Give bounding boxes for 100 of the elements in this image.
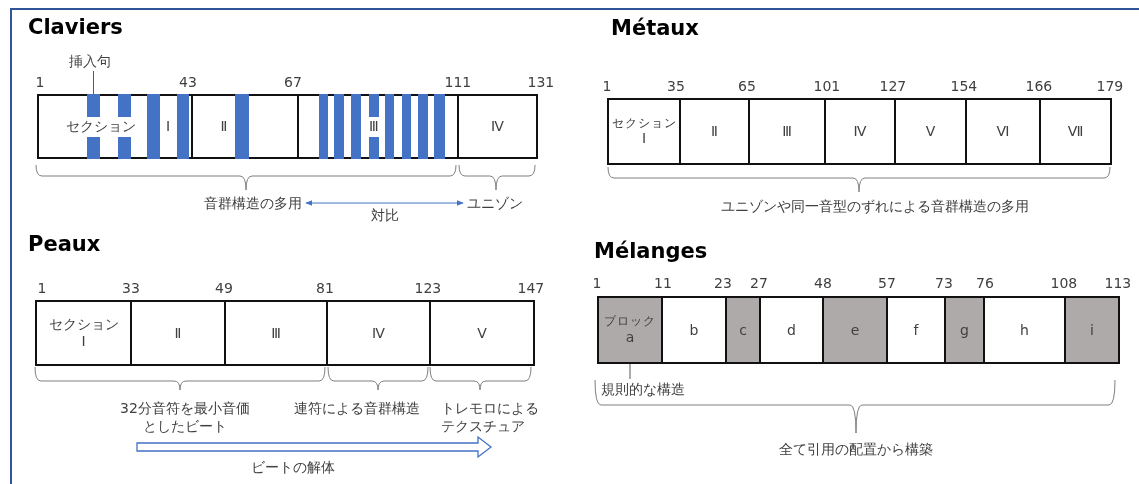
measure-number: 101 [813, 77, 841, 95]
section-label: Ⅱ [220, 118, 228, 135]
section-label: Ⅰ [641, 130, 647, 148]
section-label: Ⅰ [81, 333, 86, 350]
section-box [37, 94, 193, 159]
measure-number: 166 [1025, 77, 1053, 95]
annotation-label: 音群構造の多用 [204, 194, 302, 212]
marker-bar [385, 94, 394, 159]
measure-number: 57 [878, 274, 896, 292]
panel-title: Claviers [28, 18, 123, 36]
section-label: b [689, 321, 699, 339]
section-box [679, 98, 750, 165]
marker-bar [177, 94, 189, 159]
marker-bar [87, 137, 100, 159]
section-box [661, 296, 727, 364]
section-label: c [739, 321, 747, 339]
panel-title: Peaux [28, 235, 101, 253]
measure-number: 131 [527, 73, 555, 91]
section-box [457, 94, 538, 159]
marker-bar [147, 94, 160, 159]
section-label: h [1020, 321, 1029, 339]
measure-number: 1 [602, 77, 612, 95]
panel-title: Métaux [611, 19, 699, 37]
section-box [607, 98, 681, 165]
section-label: セクション [48, 316, 119, 333]
brace-label: ユニゾンや同一音型のずれによる音群構造の多用 [721, 197, 1029, 215]
annotation-label: 規則的な構造 [601, 380, 685, 398]
measure-number: 49 [215, 279, 233, 297]
section-label: Ⅵ [996, 123, 1010, 140]
measure-number: 73 [935, 274, 953, 292]
section-box [191, 94, 299, 159]
measure-number: 65 [738, 77, 756, 95]
measure-number: 154 [950, 77, 978, 95]
brace-label: トレモロによるテクスチュア [441, 399, 540, 435]
section-box [326, 300, 431, 366]
section-label: セクション [611, 115, 677, 131]
section-label: ブロック [604, 314, 656, 329]
edge-label: 対比 [370, 206, 399, 224]
section-box [759, 296, 824, 364]
brace-label: 全て引用の配置から構築 [779, 440, 933, 458]
brace-label: 32分音符を最小音価としたビート [119, 399, 251, 435]
section-label: e [850, 321, 860, 339]
section-box [886, 296, 946, 364]
section-label: Ⅶ [1067, 123, 1084, 140]
measure-number: 113 [1104, 274, 1132, 292]
section-box [1039, 98, 1112, 165]
marker-bar [434, 94, 445, 159]
section-label: Ⅱ [711, 123, 718, 140]
marker-bar [351, 94, 361, 159]
marker-bar [118, 137, 131, 159]
section-label: Ⅲ [369, 118, 379, 135]
section-label: i [1090, 321, 1094, 339]
block-box [1064, 296, 1120, 364]
block-box [725, 296, 761, 364]
measure-number: 108 [1050, 274, 1078, 292]
marker-bar [319, 94, 328, 159]
measure-number: 1 [37, 279, 47, 297]
section-label: Ⅳ [853, 123, 867, 140]
marker-bar [402, 94, 411, 159]
annotation-label: 挿入句 [69, 52, 111, 70]
measure-number: 111 [444, 73, 472, 91]
section-label: Ⅴ [477, 324, 487, 342]
measure-number: 27 [750, 274, 768, 292]
section-label: g [960, 321, 969, 339]
brace-label: 連符による音群構造 [294, 399, 420, 417]
measure-number: 23 [714, 274, 732, 292]
measure-number: 48 [814, 274, 832, 292]
marker-bar [334, 94, 344, 159]
section-box [894, 98, 967, 165]
section-box [965, 98, 1041, 165]
measure-number: 67 [284, 73, 302, 91]
marker-bar [235, 94, 249, 159]
leader-line [629, 363, 631, 380]
section-label: f [913, 321, 919, 339]
measure-number: 33 [122, 279, 140, 297]
measure-number: 35 [667, 77, 685, 95]
measure-number: 1 [35, 73, 45, 91]
section-label: Ⅳ [491, 118, 504, 135]
section-label: Ⅳ [372, 324, 385, 342]
block-box [944, 296, 985, 364]
measure-number: 11 [654, 274, 672, 292]
measure-number: 76 [976, 274, 994, 292]
leader-line [93, 70, 94, 95]
measure-number: 43 [179, 73, 197, 91]
section-box [130, 300, 226, 366]
section-box [429, 300, 535, 366]
section-box [224, 300, 328, 366]
section-label: Ⅲ [271, 324, 281, 342]
section-box [983, 296, 1066, 364]
section-label: Ⅲ [782, 123, 792, 140]
arrow [305, 200, 464, 206]
arrow-label: ビートの解体 [251, 458, 335, 476]
section-label: a [625, 328, 635, 346]
measure-number: 127 [879, 77, 907, 95]
panel-title: Mélanges [594, 242, 708, 260]
section-box [748, 98, 826, 165]
section-label: セクション [66, 118, 136, 135]
annotation-label: ユニゾン [467, 194, 523, 212]
section-label: Ⅴ [925, 123, 936, 140]
section-label: d [787, 321, 796, 339]
